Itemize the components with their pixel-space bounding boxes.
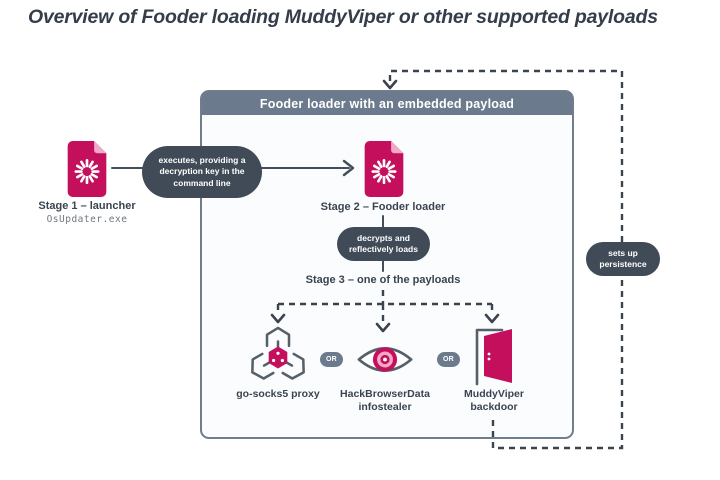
or-pill-1: OR [320,352,343,367]
fooder-loader-box-header: Fooder loader with an embedded payload [202,92,572,115]
payload-backdoor-label: MuddyViper backdoor [464,388,524,413]
stage1-label: Stage 1 – launcher [38,200,136,212]
stage2-label: Stage 2 – Fooder loader [320,201,446,213]
malware-file-icon [67,141,107,197]
payload-infostealer-node [356,342,414,382]
persistence-pill: sets up persistence [586,242,660,276]
eye-icon [357,347,413,372]
payload-infostealer-label: HackBrowserData infostealer [340,388,430,413]
executes-pill: executes, providing a decryption key in … [142,146,262,198]
stage1-filename: OsUpdater.exe [46,214,128,225]
malware-file-icon [364,141,404,197]
open-door-icon [475,328,512,386]
stage2-fooder-node [359,140,409,203]
payload-backdoor-node [472,326,516,391]
page-title: Overview of Fooder loading MuddyViper or… [28,6,658,28]
arrowhead-persistence [382,79,398,90]
stage3-label: Stage 3 – one of the payloads [305,274,461,286]
stage1-launcher-node [62,140,112,203]
payload-proxy-label: go-socks5 proxy [236,388,320,400]
or-pill-2: OR [437,352,460,367]
payload-proxy-node [241,322,315,393]
decrypts-pill: decrypts and reflectively loads [337,227,430,261]
network-nodes-icon [251,326,305,380]
